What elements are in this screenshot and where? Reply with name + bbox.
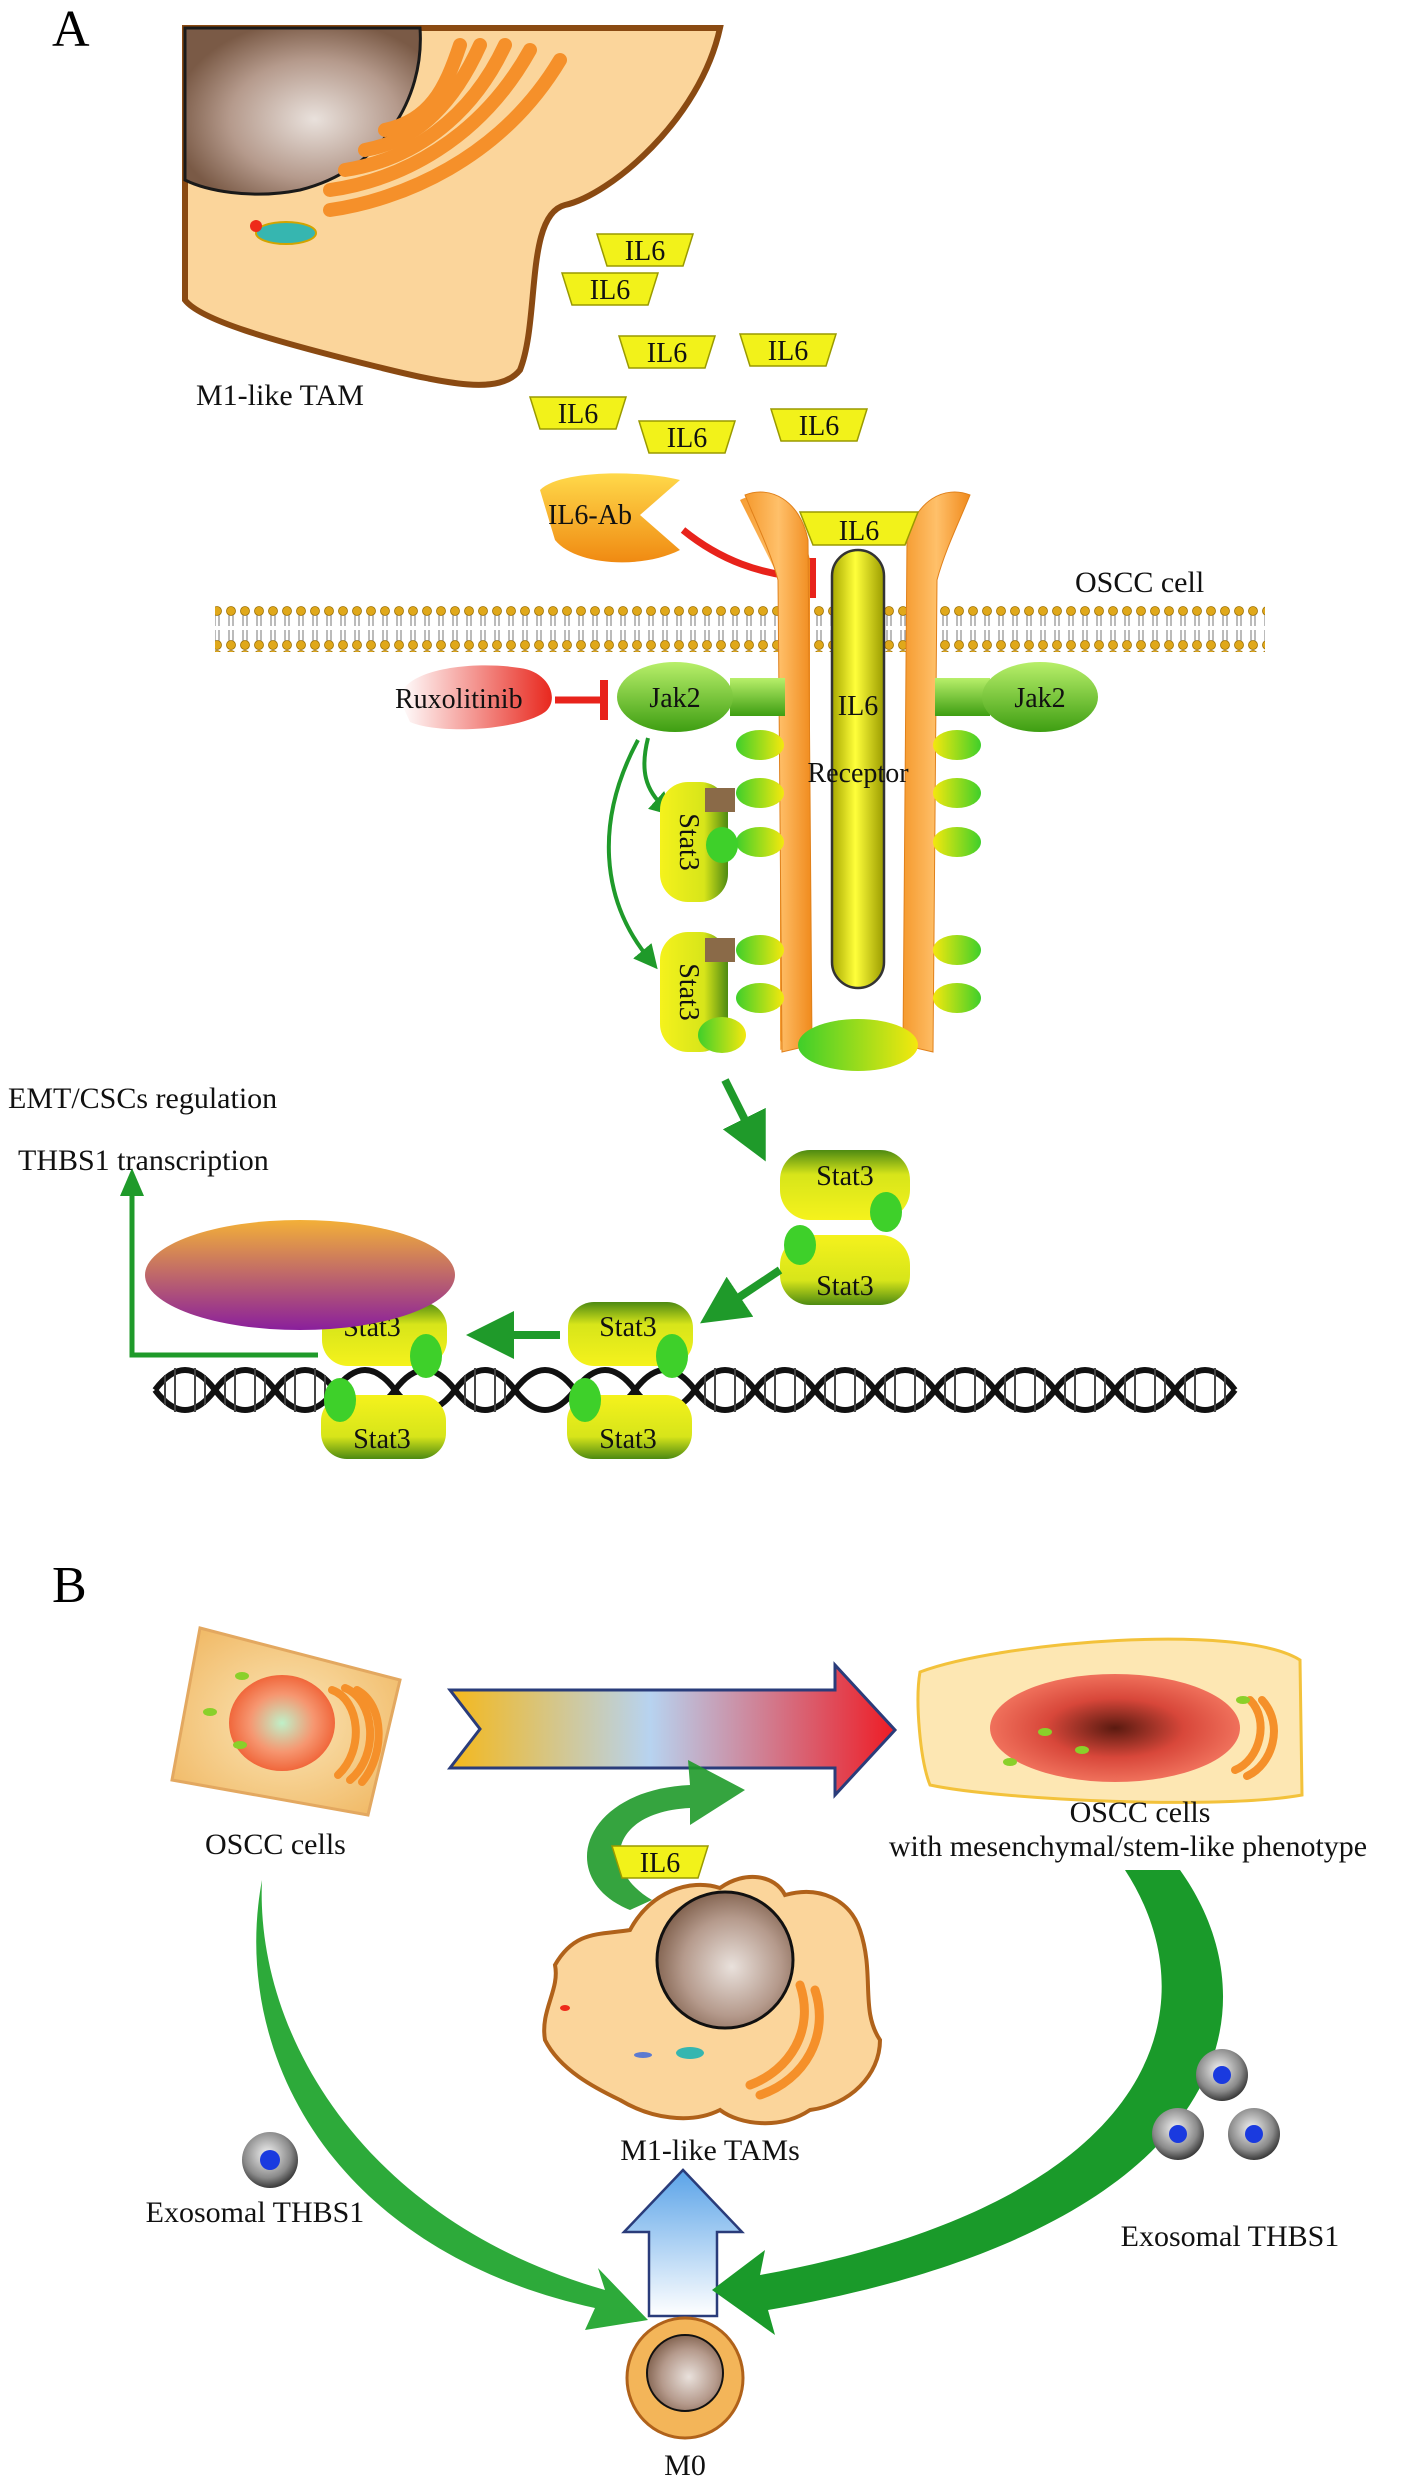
activation-arrow xyxy=(721,1078,766,1162)
exosome-icon xyxy=(1228,2108,1280,2160)
oscc-cell-label: OSCC cell xyxy=(1075,566,1204,599)
m0-cell xyxy=(625,2316,745,2440)
panel-b-letter: B xyxy=(52,1557,87,1614)
svg-text:IL6: IL6 xyxy=(768,336,808,367)
exosome-icon xyxy=(1152,2108,1204,2160)
bound-il6-label: IL6 xyxy=(839,516,879,547)
ruxolitinib: Ruxolitinib xyxy=(395,665,552,730)
il6-cytokine: IL6 xyxy=(617,335,717,369)
receptor-phospho-sites xyxy=(736,730,981,1013)
svg-text:Stat3: Stat3 xyxy=(353,1424,411,1455)
svg-text:IL6-Ab: IL6-Ab xyxy=(548,500,632,531)
tam-label: M1-like TAM xyxy=(196,379,364,412)
exosome-delivery-arrow-right xyxy=(712,1870,1224,2335)
vesicle-icon xyxy=(250,220,262,232)
svg-text:Stat3: Stat3 xyxy=(673,813,704,871)
exosome-right-label: Exosomal THBS1 xyxy=(1121,2220,1340,2253)
svg-text:IL6: IL6 xyxy=(625,236,665,267)
svg-text:IL6: IL6 xyxy=(799,411,839,442)
oscc-mes-label-line1: OSCC cells xyxy=(1070,1796,1211,1829)
il6-secretion-arrow xyxy=(586,1760,745,1910)
m1-like-tam-cell xyxy=(182,25,724,388)
svg-text:Stat3: Stat3 xyxy=(599,1424,657,1455)
exosome-icon xyxy=(242,2132,298,2188)
emt-transition-arrow xyxy=(446,1661,898,1799)
oscc-mes-label-line2: with mesenchymal/stem-like phenotype xyxy=(889,1830,1367,1863)
cell-membrane xyxy=(215,606,1265,652)
oscc-cell-mesenchymal xyxy=(916,1637,1304,1804)
il6-cytokine: IL6 xyxy=(769,408,869,442)
exosome-left-label: Exosomal THBS1 xyxy=(146,2196,365,2229)
mitochondrion-icon xyxy=(255,221,317,245)
svg-text:Stat3: Stat3 xyxy=(599,1312,657,1343)
il6-cytokine: IL6 xyxy=(637,420,737,454)
svg-text:Jak2: Jak2 xyxy=(649,683,700,714)
m1-like-tams-cell xyxy=(542,1874,883,2126)
stat3-dimer-dna-bound: Stat3 Stat3 xyxy=(567,1302,693,1459)
tams-label: M1-like TAMs xyxy=(620,2134,800,2167)
il6-receptor: IL6 IL6 Receptor xyxy=(740,491,971,1071)
exosome-icon xyxy=(1196,2049,1248,2101)
stat3-vertical: Stat3 xyxy=(660,782,738,902)
il6-cytokine: IL6 xyxy=(528,396,628,430)
m0-label: M0 xyxy=(664,2449,706,2479)
jak2-stat3-arrow xyxy=(606,739,658,970)
jak2-stat3-arrow xyxy=(642,737,674,817)
svg-text:Stat3: Stat3 xyxy=(816,1271,874,1302)
svg-text:Ruxolitinib: Ruxolitinib xyxy=(395,684,523,715)
il6-cytokine-b: IL6 xyxy=(610,1845,710,1879)
translocation-arrow xyxy=(700,1266,783,1324)
emt-label: EMT/CSCs regulation xyxy=(8,1082,277,1115)
transcription-arrow xyxy=(129,1192,318,1358)
svg-text:IL6: IL6 xyxy=(647,338,687,369)
exosome-delivery-arrow-left xyxy=(256,1880,648,2330)
il6-cytokines: IL6 IL6 IL6 IL6 IL6 IL6 IL6 xyxy=(528,233,869,454)
stat3-vertical: Stat3 xyxy=(660,932,746,1053)
svg-text:Jak2: Jak2 xyxy=(1014,683,1065,714)
oscc-cell-epithelial xyxy=(170,1626,402,1817)
stat3-dimer: Stat3 Stat3 xyxy=(780,1150,910,1305)
il6-cytokine: IL6 xyxy=(595,233,695,267)
svg-text:IL6: IL6 xyxy=(590,275,630,306)
thbs1-label: THBS1 transcription xyxy=(18,1144,269,1177)
receptor-label: Receptor xyxy=(807,758,909,789)
svg-text:Stat3: Stat3 xyxy=(816,1161,874,1192)
svg-text:IL6: IL6 xyxy=(558,399,598,430)
svg-text:Stat3: Stat3 xyxy=(673,963,704,1021)
panel-a-letter: A xyxy=(52,1,90,58)
receptor-il6-label: IL6 xyxy=(838,691,878,722)
il6-cytokine: IL6 xyxy=(560,272,660,306)
dna-double-helix xyxy=(152,1367,1238,1413)
jak2-left: Jak2 xyxy=(617,662,785,732)
oscc-cells-label: OSCC cells xyxy=(205,1828,346,1861)
il6-cytokine: IL6 xyxy=(738,333,838,367)
differentiation-arrow xyxy=(621,2168,745,2318)
transcription-complex xyxy=(145,1220,455,1330)
er-stripes-icon xyxy=(323,38,567,217)
svg-text:IL6: IL6 xyxy=(640,1848,680,1879)
il6-antibody: IL6-Ab xyxy=(540,473,680,563)
svg-text:IL6: IL6 xyxy=(667,423,707,454)
jak2-right: Jak2 xyxy=(935,662,1098,732)
arrowhead-icon xyxy=(120,1168,144,1196)
